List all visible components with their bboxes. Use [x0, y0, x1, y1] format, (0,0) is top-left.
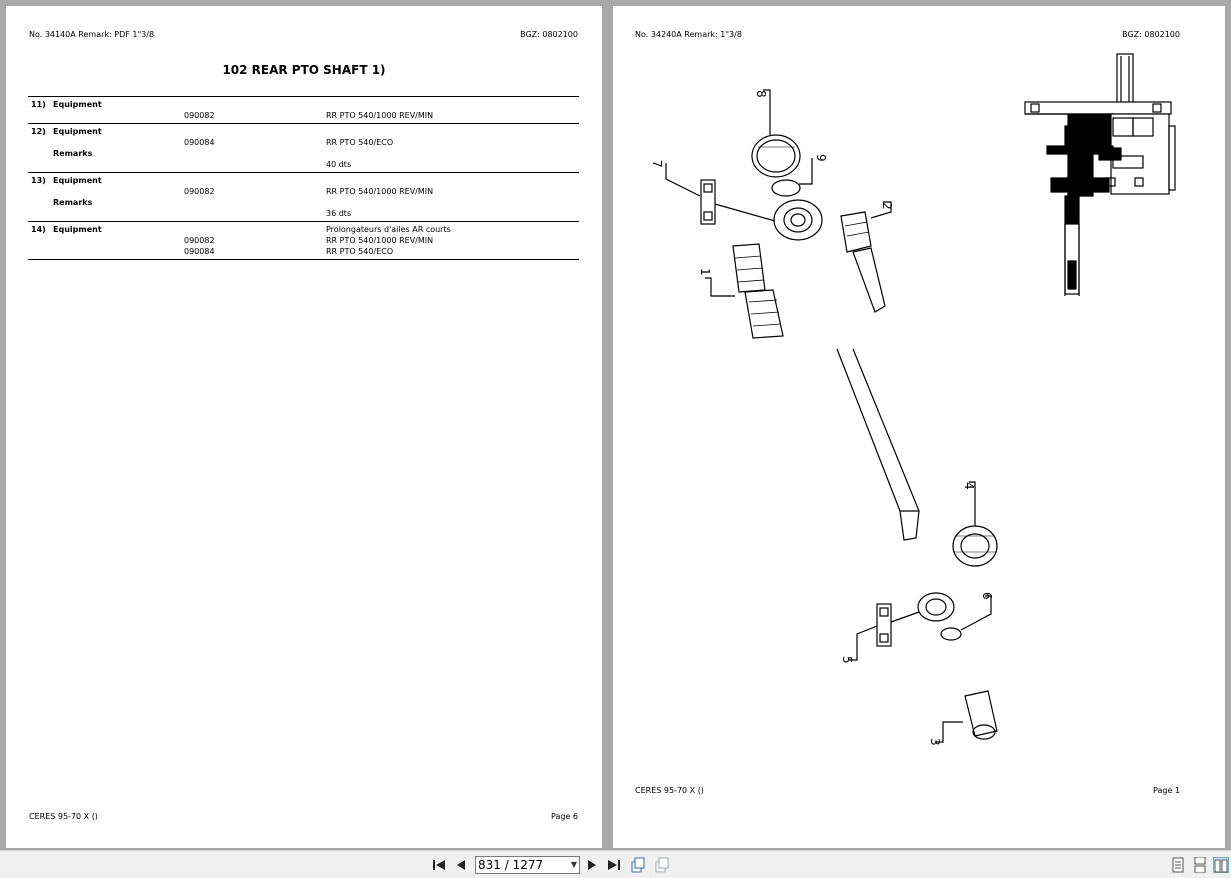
table-row: 14) Equipment Prolongateurs d'ailes AR cou…	[28, 224, 579, 235]
table-row: 090082 RR PTO 540/1000 REV/MIN	[28, 186, 579, 197]
long-shaft	[836, 348, 920, 541]
last-page-icon[interactable]	[606, 857, 622, 873]
document-page-right: No. 34240A Remark: 1"3/8 BGZ: 0802100	[613, 6, 1225, 848]
footer-page-number: Page 6	[551, 812, 578, 821]
bearing	[773, 199, 823, 241]
row-label: Equipment	[53, 127, 102, 136]
footer-model: CERES 95-70 X ()	[29, 812, 98, 821]
item-number: 13)	[31, 176, 46, 185]
table-row: 12) Equipment	[28, 126, 579, 137]
next-page-icon[interactable]	[584, 857, 600, 873]
prev-page-icon[interactable]	[453, 857, 469, 873]
callout-8: 8	[754, 90, 768, 98]
row-label: Remarks	[53, 198, 93, 207]
two-page-view-icon[interactable]	[1213, 857, 1229, 873]
callout-3: 3	[928, 738, 942, 746]
table-row: 090084 RR PTO 540/ECO	[28, 137, 579, 148]
rotate-icon[interactable]	[630, 857, 646, 873]
page-title: 102 REAR PTO SHAFT 1)	[222, 63, 386, 77]
table-row: 36 dts	[28, 208, 579, 219]
bgz-code: BGZ: 0802100	[1122, 30, 1180, 39]
pto-assembly-drawing	[1024, 53, 1176, 296]
page-indicator-text: 831 / 1277	[478, 858, 544, 872]
part-description: RR PTO 540/ECO	[326, 138, 394, 147]
parts-group: 13) Equipment 090082 RR PTO 540/1000 REV/MI…	[28, 173, 579, 222]
page-number-input[interactable]: 831 / 1277 ▼	[475, 856, 580, 874]
table-row: Remarks	[28, 197, 579, 208]
single-page-view-icon[interactable]	[1171, 857, 1187, 873]
gear-4	[952, 481, 998, 567]
bgz-code: BGZ: 0802100	[520, 30, 578, 39]
callout-5: 5	[840, 656, 854, 664]
seal-ring-8	[751, 89, 801, 178]
table-row: 13) Equipment	[28, 175, 579, 186]
bracket-5	[849, 603, 920, 661]
first-page-icon[interactable]	[431, 857, 447, 873]
row-label: Equipment	[53, 100, 102, 109]
doc-number: No. 34240A Remark: 1"3/8	[635, 30, 742, 39]
part-description: 36 dts	[326, 209, 352, 218]
callout-6: 6	[980, 592, 994, 600]
part-description: 40 dts	[326, 160, 352, 169]
part-code: 090082	[184, 111, 215, 120]
callout-9: 9	[814, 154, 828, 162]
pin-3	[935, 690, 998, 743]
part-description: RR PTO 540/1000 REV/MIN	[326, 187, 434, 196]
parts-group: 12) Equipment 090084 RR PTO 540/ECO Remarks 4…	[28, 124, 579, 173]
item-number: 11)	[31, 100, 46, 109]
part-code: 090084	[184, 138, 215, 147]
document-page-left: No. 34140A Remark: PDF 1"3/8 BGZ: 080210…	[6, 6, 602, 848]
bearing-6	[917, 592, 992, 641]
callout-2: 2	[880, 202, 894, 210]
navigation-toolbar: 831 / 1277 ▼	[0, 850, 1231, 878]
circlip-9	[771, 158, 813, 197]
exploded-parts-diagram: 8 9 7 2 1 4 6 5 3	[650, 53, 1176, 746]
table-row: 090082 RR PTO 540/1000 REV/MIN	[28, 235, 579, 246]
footer-page-number: Page 1	[1153, 786, 1180, 795]
table-row: 090084 RR PTO 540/ECO	[28, 246, 579, 257]
item-number: 14)	[31, 225, 46, 234]
parts-group: 14) Equipment Prolongateurs d'ailes AR cou…	[28, 222, 579, 260]
part-description: Prolongateurs d'ailes AR courts	[326, 225, 451, 234]
part-description: RR PTO 540/ECO	[326, 247, 394, 256]
table-row: 40 dts	[28, 159, 579, 170]
doc-number: No. 34140A Remark: PDF 1"3/8	[29, 30, 155, 39]
gear-shaft-2	[840, 201, 892, 313]
part-description: RR PTO 540/1000 REV/MIN	[326, 111, 434, 120]
part-description: RR PTO 540/1000 REV/MIN	[326, 236, 434, 245]
extract-icon[interactable]	[654, 857, 670, 873]
row-label: Equipment	[53, 176, 102, 185]
footer-model: CERES 95-70 X ()	[635, 786, 704, 795]
parts-group: 11) Equipment 090082 RR PTO 540/1000 REV/MI…	[28, 97, 579, 124]
callout-7: 7	[650, 160, 664, 168]
callout-1: 1	[698, 268, 712, 276]
part-code: 090082	[184, 187, 215, 196]
table-row: 090082 RR PTO 540/1000 REV/MIN	[28, 110, 579, 121]
continuous-view-icon[interactable]	[1193, 856, 1209, 874]
part-code: 090084	[184, 247, 215, 256]
table-row: 11) Equipment	[28, 99, 579, 110]
bracket-7	[665, 163, 776, 225]
gear-shaft-1	[705, 243, 784, 339]
row-label: Equipment	[53, 225, 102, 234]
row-label: Remarks	[53, 149, 93, 158]
callout-4: 4	[962, 482, 976, 490]
item-number: 12)	[31, 127, 46, 136]
part-code: 090082	[184, 236, 215, 245]
table-row: Remarks	[28, 148, 579, 159]
chevron-down-icon[interactable]: ▼	[570, 860, 577, 869]
parts-table: 11) Equipment 090082 RR PTO 540/1000 REV/MI…	[28, 96, 579, 260]
